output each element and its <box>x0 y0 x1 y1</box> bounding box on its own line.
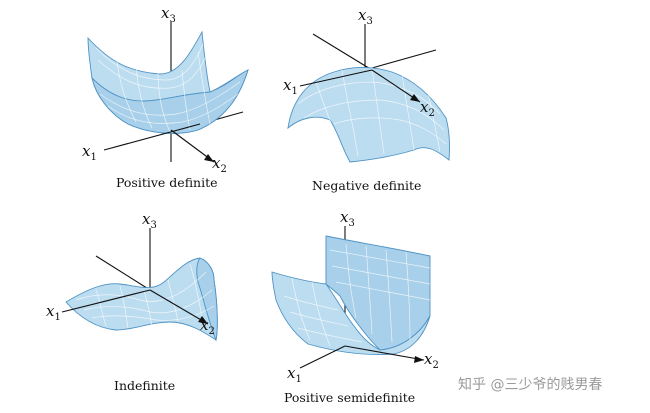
x2-label: x2 <box>212 154 227 175</box>
panel-indefinite: x3 x1 x2 Indefinite <box>46 210 218 393</box>
x1-axis <box>61 289 151 313</box>
x2-arrowhead <box>198 316 208 324</box>
bowl-grid <box>95 43 241 133</box>
trough-surface <box>271 271 431 355</box>
x2-label: x2 <box>200 316 215 337</box>
x1-axis <box>299 345 346 369</box>
panel-positive-semidefinite: x3 x1 x2 Positive semidefinite <box>271 208 439 405</box>
x2-axis <box>371 69 421 103</box>
dome-grid <box>297 67 447 157</box>
x3-label: x3 <box>142 210 157 231</box>
x1-label: x1 <box>287 364 302 385</box>
x2-arrowhead <box>410 94 420 102</box>
x1-label: x1 <box>46 302 61 323</box>
x2-arrowhead <box>204 154 214 162</box>
x2-axis <box>344 345 425 361</box>
panel-positive-definite: x3 x1 x2 Positive definite <box>82 4 249 190</box>
x1-axis <box>103 123 201 151</box>
x3-label: x3 <box>340 208 355 229</box>
x2-arrowhead <box>414 356 424 363</box>
x2-axis-back <box>312 33 373 71</box>
trough-grid <box>283 243 431 347</box>
caption-indefinite: Indefinite <box>114 378 175 393</box>
x1-axis <box>299 69 373 87</box>
x3-label: x3 <box>161 4 176 25</box>
saddle-surface <box>65 257 218 341</box>
panel-negative-definite: x3 x1 x2 Negative definite <box>283 6 450 193</box>
caption-positive-definite: Positive definite <box>116 175 218 190</box>
x2-axis-back <box>95 255 151 291</box>
x2-label: x2 <box>420 98 435 119</box>
caption-negative-definite: Negative definite <box>312 178 421 193</box>
x1-axis-back <box>371 49 437 69</box>
x2-label: x2 <box>424 350 439 371</box>
x1-label: x1 <box>82 142 97 163</box>
saddle-right-flank <box>196 257 218 342</box>
caption-positive-semidefinite: Positive semidefinite <box>284 390 415 405</box>
x3-label: x3 <box>358 6 373 27</box>
x2-axis <box>149 289 209 325</box>
x1-label: x1 <box>283 76 298 97</box>
watermark-text: 知乎 @三少爷的贱男春 <box>458 376 602 393</box>
